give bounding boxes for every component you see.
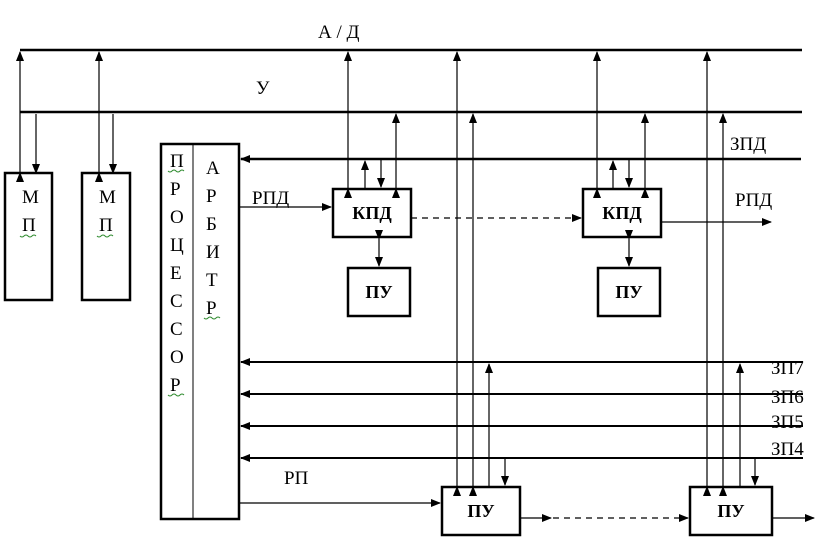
svg-text:Р: Р (170, 375, 181, 396)
memory-processor-block-1 (3, 171, 54, 302)
svg-text:Б: Б (206, 214, 217, 235)
memory-processor-block-2 (80, 171, 132, 302)
zp6-label: ЗП6 (771, 387, 804, 408)
rp-label: РП (284, 468, 309, 489)
svg-text:Р: Р (206, 298, 217, 319)
pu-block-top-1 (346, 266, 412, 318)
rpd-out-label: РПД (735, 190, 772, 211)
svg-text:Т: Т (206, 270, 218, 291)
kpd-block-2-label: КПД (602, 203, 642, 223)
svg-text:И: И (206, 242, 220, 263)
mp1-letter-1: М (22, 187, 39, 208)
svg-text:С: С (170, 291, 183, 312)
pu-block-top-2-label: ПУ (615, 282, 642, 302)
pu-block-bottom-1-label: ПУ (467, 501, 494, 521)
processor-arbiter-block (159, 142, 241, 521)
control-bus-label: У (256, 78, 270, 99)
svg-text:О: О (170, 347, 184, 368)
rpd-in-label: РПД (252, 188, 289, 209)
pu-block-bottom-2-label: ПУ (717, 501, 744, 521)
processor-label: П Р О Ц Е С С О Р (167, 151, 185, 397)
svg-text:Ц: Ц (170, 235, 184, 256)
svg-text:А: А (206, 158, 220, 179)
svg-text:Р: Р (206, 186, 217, 207)
kpd-block-1 (331, 187, 413, 239)
zp4-label: ЗП4 (771, 439, 804, 460)
pu-block-top-1-label: ПУ (365, 282, 392, 302)
svg-text:П: П (170, 151, 184, 172)
mp2-letter-2: П (99, 215, 113, 236)
kpd-block-1-label: КПД (352, 203, 392, 223)
arbiter-label: А Р Б И Т Р (203, 158, 221, 320)
pu-block-bottom-1 (440, 485, 522, 537)
pu-block-bottom-2 (688, 485, 774, 537)
zpd-label: ЗПД (730, 134, 766, 155)
mp2-letter-1: М (99, 187, 116, 208)
pu-block-top-2 (596, 266, 662, 318)
kpd-block-2 (581, 187, 663, 239)
svg-text:О: О (170, 207, 184, 228)
zp7-label: ЗП7 (771, 358, 804, 379)
svg-text:Р: Р (170, 179, 181, 200)
address-data-bus-label: А / Д (318, 22, 360, 43)
zp5-label: ЗП5 (771, 412, 804, 433)
svg-text:С: С (170, 319, 183, 340)
svg-text:Е: Е (170, 263, 182, 284)
mp1-letter-2: П (22, 215, 36, 236)
